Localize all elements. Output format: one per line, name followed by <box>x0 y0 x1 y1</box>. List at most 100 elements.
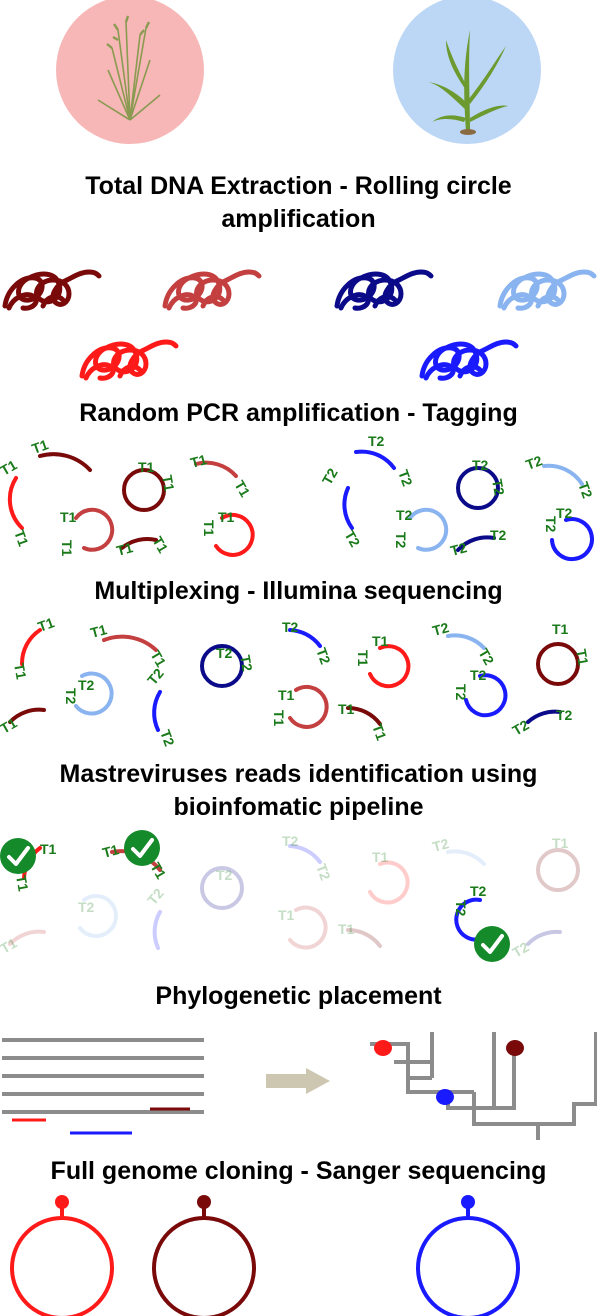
tag-label: T1 <box>13 874 32 893</box>
step-3-title: Multiplexing - Illumina sequencing <box>0 575 597 608</box>
tag-label: T1 <box>372 849 389 865</box>
tag-label: T2 <box>313 646 334 667</box>
tag-label: T2 <box>556 505 573 521</box>
tag-label: T1 <box>369 722 390 743</box>
fragment <box>7 476 24 530</box>
fragment <box>346 706 382 726</box>
tag-label: T2 <box>470 883 487 899</box>
fragment <box>288 844 322 864</box>
tag-label: T2 <box>524 452 545 473</box>
tag-label: T2 <box>282 619 299 635</box>
fragment <box>536 848 580 892</box>
genome-bright-red <box>82 342 176 378</box>
fragment <box>526 929 562 946</box>
plasmid-bright-blue <box>416 1195 520 1316</box>
tag-label: T2 <box>368 433 385 449</box>
tag-label: T1 <box>36 614 57 635</box>
tag-label: T1 <box>271 710 287 727</box>
fragment <box>446 849 486 866</box>
step-1-title-line-2: amplification <box>221 205 376 233</box>
phylogenetic-tree <box>370 1032 597 1140</box>
tag-label: T2 <box>395 468 416 489</box>
tag-label: T1 <box>59 540 75 557</box>
tag-label: T2 <box>510 716 532 738</box>
genome-medium-red <box>165 272 259 308</box>
fragment <box>342 486 354 530</box>
fragment <box>542 463 584 486</box>
step-4-title: Mastreviruses reads identification using… <box>0 758 597 824</box>
genome-dark-red <box>5 272 99 308</box>
fragment <box>122 468 166 512</box>
tag-label: T1 <box>40 841 57 857</box>
tag-label: T2 <box>396 507 413 523</box>
faded-tag-labels: T2 T2 T2 T1 T2 T1 T2 T2 T1 T1 T1 T2 <box>0 833 569 961</box>
tag-label: T2 <box>431 835 451 855</box>
tag-label: T2 <box>313 862 334 883</box>
tag-label: T2 <box>144 665 167 688</box>
tag-label: T1 <box>60 509 77 525</box>
fragment <box>526 709 562 724</box>
tag-label: T1 <box>338 921 355 937</box>
fragment <box>536 642 580 686</box>
tag-label: T2 <box>453 684 469 701</box>
tag-label: T2 <box>63 688 79 705</box>
tag-label: T2 <box>470 667 487 683</box>
tag-label: T1 <box>355 650 371 667</box>
fragment <box>288 628 322 648</box>
tag-label: T1 <box>0 456 20 478</box>
fragment <box>74 507 115 552</box>
placement-marker-dark-red <box>506 1040 524 1056</box>
tag-label: T1 <box>30 436 51 457</box>
plasmid-dark-red <box>152 1195 256 1316</box>
fragment <box>354 449 396 470</box>
fragment <box>78 894 118 938</box>
tag-label: T2 <box>282 833 299 849</box>
tag-label: T2 <box>489 478 508 497</box>
step-4-title-line-1: Mastreviruses reads identification using <box>59 760 538 788</box>
multiplexed-fragments <box>8 628 580 732</box>
tag-label: T2 <box>543 516 559 533</box>
tag-label: T1 <box>159 474 178 493</box>
fragment <box>194 460 238 478</box>
fragment <box>102 634 158 652</box>
grass-plant-icon <box>97 15 161 121</box>
tag-label: T1 <box>231 478 253 500</box>
tag-label: T1 <box>338 701 355 717</box>
fragment <box>38 452 92 472</box>
tag-labels: T1 T1 T1 T1 T1 T1 T1 T1 T1 T1 T1 T1 T1 T… <box>0 433 596 917</box>
fragment <box>288 684 329 729</box>
tag-label: T2 <box>449 539 469 559</box>
fragment <box>456 466 500 510</box>
arrow-right-icon <box>266 1068 330 1094</box>
tag-label: T1 <box>189 451 209 471</box>
tag-label: T1 <box>147 648 169 670</box>
fragment <box>464 673 508 718</box>
tag-label: T1 <box>147 860 169 882</box>
fragment <box>8 929 46 946</box>
check-circle-icon <box>474 926 510 962</box>
tag-label: T1 <box>11 528 32 549</box>
tag-label: T2 <box>319 465 341 487</box>
fragment <box>456 535 496 552</box>
fragment <box>408 507 449 552</box>
genome-bright-blue <box>422 342 516 378</box>
tag-label: T1 <box>372 633 389 649</box>
fragment <box>200 644 244 688</box>
tag-label: T2 <box>453 900 469 917</box>
step-5-title: Phylogenetic placement <box>0 980 597 1013</box>
tag-label: T2 <box>237 654 256 673</box>
fragment <box>8 707 46 724</box>
sequence-alignment <box>2 1038 204 1114</box>
tagged-fragments <box>7 449 594 562</box>
fragment <box>446 633 486 650</box>
fragment <box>368 644 411 689</box>
placement-marker-bright-red <box>374 1040 392 1056</box>
faded-fragments <box>8 844 580 950</box>
tag-label: T1 <box>218 509 235 525</box>
tag-label: T1 <box>138 459 155 475</box>
fragment <box>152 910 162 950</box>
tag-label: T1 <box>552 621 569 637</box>
fragment <box>152 690 162 732</box>
